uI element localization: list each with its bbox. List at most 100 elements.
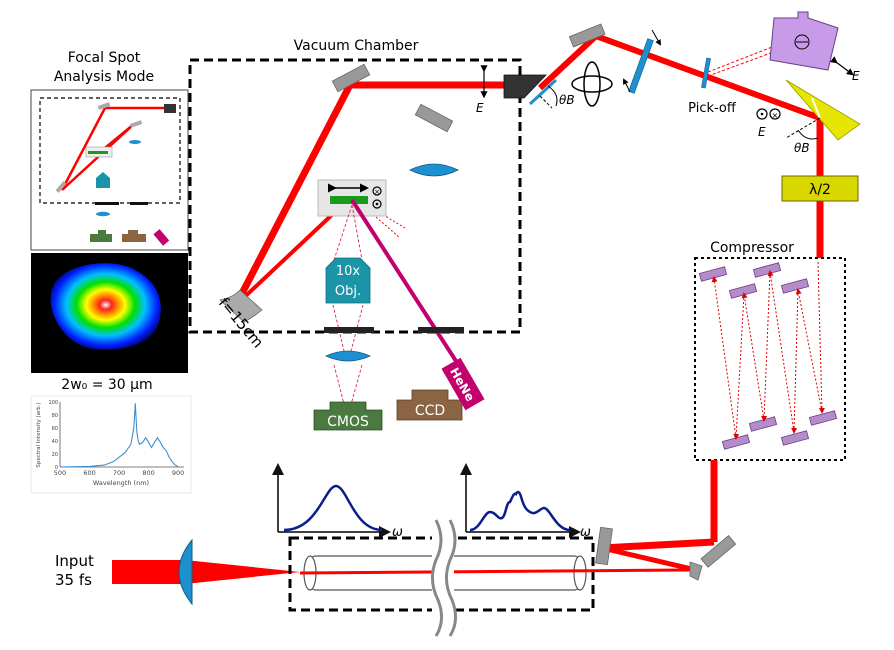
focal-inset-target-stripe xyxy=(88,151,108,154)
objective-body xyxy=(325,257,371,304)
input-spectrum-pulse xyxy=(283,484,383,532)
theta-b-label-left: θB xyxy=(559,93,575,107)
grating-top-4 xyxy=(780,278,810,294)
bottom-mirror-right xyxy=(700,535,737,568)
bottom-out-beam xyxy=(601,545,697,573)
input-lens xyxy=(178,538,193,606)
cmos-label: CMOS xyxy=(327,414,369,430)
objective-label-line2: Obj. xyxy=(335,284,361,299)
theta-b-normal-right xyxy=(785,117,821,139)
scatter-line-1 xyxy=(351,195,401,239)
output-spectrum-pulse xyxy=(469,490,571,532)
cmos-camera xyxy=(313,401,383,431)
focal-inset-mirror-2 xyxy=(129,120,143,128)
focal-inset-window-2 xyxy=(130,202,148,205)
focal-inset-ccd xyxy=(122,230,146,242)
objective-label-line1: 10x xyxy=(336,264,361,279)
vacuum-chamber-label: Vacuum Chamber xyxy=(294,38,419,54)
pol-dot-symbol xyxy=(756,108,768,120)
stage-dot-symbol-center xyxy=(375,202,379,206)
yellow-wedge xyxy=(785,79,861,141)
window-cmos xyxy=(324,327,374,333)
pol-x-symbol xyxy=(769,108,781,120)
focal-inset-objective xyxy=(96,172,110,188)
grating-top-2 xyxy=(728,283,758,299)
grating-top-1 xyxy=(698,266,728,282)
waveplate-rot-arrow-bottom xyxy=(623,78,631,93)
target-sample xyxy=(330,196,368,204)
output-omega-label: ω xyxy=(580,525,591,540)
spectrum-ytick-0: 0 xyxy=(55,465,58,471)
focal-inset-hene xyxy=(153,229,170,246)
fiber-tube-end-right xyxy=(573,555,587,591)
spectrum-ylabel: Spectral Intensity (arb.) xyxy=(36,402,42,467)
photodiode-e-arrow xyxy=(830,56,854,76)
spectrum-ytick-5: 100 xyxy=(48,400,58,406)
brewster-prism xyxy=(503,74,547,99)
output-spectrum-inset: ω xyxy=(460,463,591,540)
input-beam xyxy=(112,560,300,584)
pick-off-label: Pick-off xyxy=(688,101,737,116)
spectrum-xtick-2: 700 xyxy=(113,469,125,477)
photodiode-symbol xyxy=(794,34,810,50)
top-mirror xyxy=(568,23,606,48)
spectrum-xlabel: Wavelength (nm) xyxy=(93,479,149,487)
half-wave-label: λ/2 xyxy=(809,182,831,198)
stage-x-symbol xyxy=(372,186,382,196)
chamber-mirror-top xyxy=(331,63,371,93)
fiber-break-line-1 xyxy=(431,519,443,637)
photodiode-e-label: E xyxy=(852,69,860,83)
theta-b-normal-left xyxy=(539,95,553,109)
wedge-e-label: E xyxy=(758,125,766,139)
pick-off-plate xyxy=(701,57,711,89)
waveplate-rot-arrow-top xyxy=(651,29,661,46)
focal-inset-lens-1 xyxy=(129,140,141,144)
grating-bottom-4 xyxy=(808,410,838,426)
focal-title-line1: Focal Spot xyxy=(68,50,141,66)
pol-dot-center xyxy=(760,112,764,116)
polarization-ellipse-h xyxy=(571,75,613,93)
fiber-core-beam xyxy=(299,568,691,575)
spectrum-ytick-4: 80 xyxy=(52,413,58,419)
bottom-small-mirror xyxy=(689,561,703,581)
chamber-mirror-side xyxy=(414,103,454,133)
grating-top-3 xyxy=(752,262,782,278)
focal-spot-blob xyxy=(50,263,161,350)
imaging-cone xyxy=(332,204,364,409)
focal-title-line2: Analysis Mode xyxy=(54,69,154,85)
spectrum-ytick-2: 40 xyxy=(52,439,58,445)
wedge-highlight xyxy=(811,97,821,119)
stage-x-symbol-cross: × xyxy=(374,188,380,196)
spectrum-xtick-3: 800 xyxy=(142,469,154,477)
chamber-e-field-label: E xyxy=(476,101,484,115)
focal-inset-mirror-1 xyxy=(97,102,111,110)
spectrum-series-line xyxy=(59,403,179,468)
window-hene xyxy=(418,327,464,333)
theta-b-arc-left xyxy=(547,85,558,107)
blue-waveplate xyxy=(628,38,654,94)
hene-beam xyxy=(350,198,478,394)
ccd-camera xyxy=(396,389,463,421)
focal-inset-focusing-mirror xyxy=(55,181,67,193)
bottom-return-beam xyxy=(601,538,715,552)
imaging-lens xyxy=(325,350,371,362)
spectrum-xtick-0: 500 xyxy=(54,469,66,477)
half-wave-plate xyxy=(781,175,859,202)
compressor-rays xyxy=(711,261,825,440)
pol-x-symbol-cross: × xyxy=(772,111,779,120)
spectrum-xtick-1: 600 xyxy=(83,469,95,477)
compressor-box xyxy=(694,257,846,461)
stage-dot-symbol xyxy=(372,199,382,209)
spectrum-x-ticks: 500 600 700 800 900 xyxy=(54,469,185,477)
spectrum-ytick-3: 60 xyxy=(52,426,58,432)
bottom-mirror-left xyxy=(595,526,613,566)
spectrum-frame xyxy=(30,395,192,494)
compressor-label: Compressor xyxy=(710,240,794,256)
compressor-gratings xyxy=(698,262,838,450)
spectrum-xtick-4: 900 xyxy=(172,469,184,477)
focal-inset-cmos xyxy=(90,230,112,242)
